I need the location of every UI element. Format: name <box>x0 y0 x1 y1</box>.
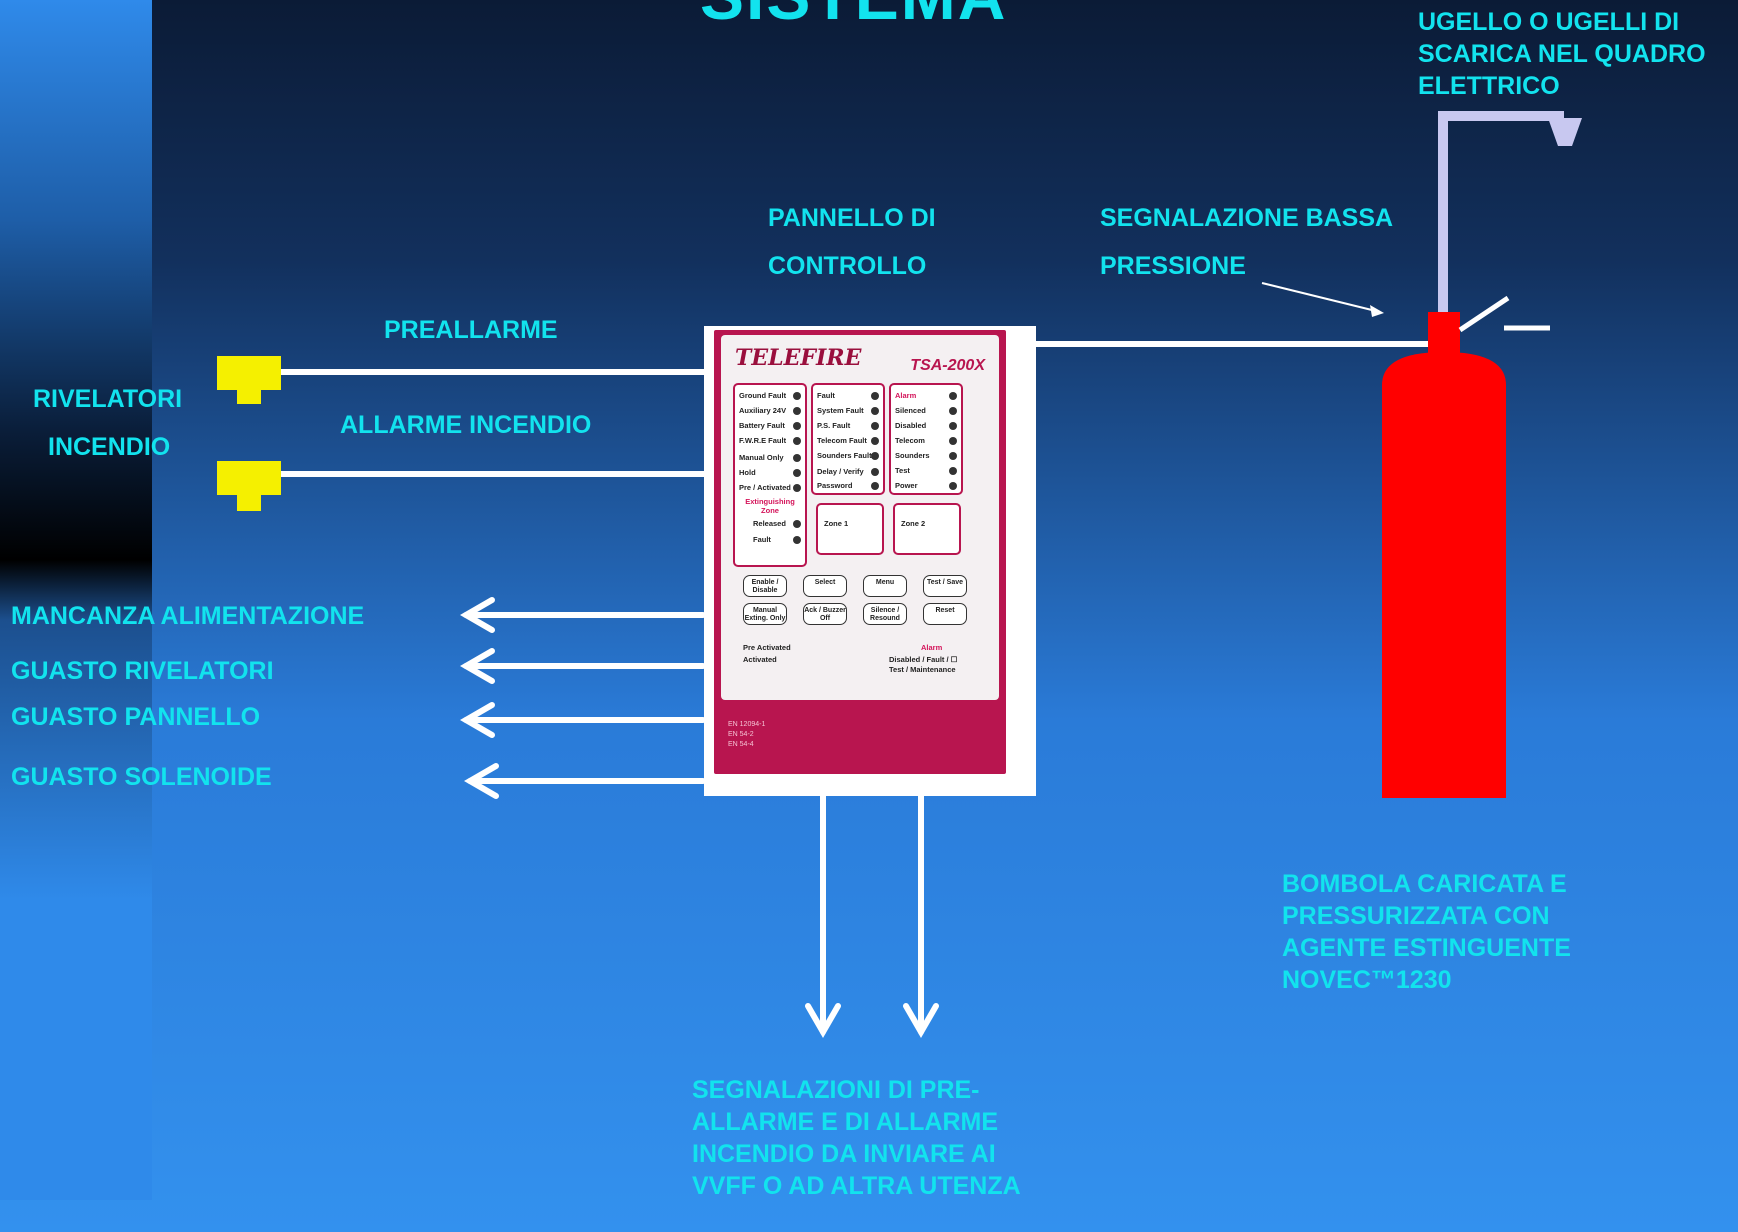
indicator-aux-24v: Auxiliary 24V <box>739 404 801 417</box>
indicator-power: Power <box>895 479 957 492</box>
nozzle-label: UGELLO O UGELLI DI SCARICA NEL QUADRO EL… <box>1418 8 1706 100</box>
detector-1 <box>217 356 281 404</box>
indicator-pre-activated: Pre / Activated <box>739 481 801 494</box>
ext-zone-label: Extinguishing Zone <box>745 497 795 515</box>
low-pressure-pointer-head <box>1370 305 1384 317</box>
status-group-right: Alarm Silenced Disabled Telecom Sounders… <box>889 383 963 495</box>
indicator-sounders-fault: Sounders Fault <box>817 449 879 462</box>
legend-activated: Activated <box>743 655 777 664</box>
panel-brand: TELEFIRE <box>735 345 862 371</box>
detectors-label-line1: RIVELATORI <box>33 385 183 413</box>
indicator-password: Password <box>817 479 879 492</box>
indicator-manual-only: Manual Only <box>739 451 801 464</box>
signals-label: SEGNALAZIONI DI PRE-ALLARME E DI ALLARME… <box>692 1076 1021 1200</box>
indicator-alarm: Alarm <box>895 389 957 402</box>
silence-resound-button[interactable]: Silence / Resound <box>863 603 907 625</box>
ack-buzzer-button[interactable]: Ack / Buzzer Off <box>803 603 847 625</box>
arrow-solenoid-fault <box>463 763 706 799</box>
valve-lever <box>1458 295 1510 333</box>
control-panel: TELEFIRE TSA-200X Ground Fault Auxiliary… <box>714 330 1006 774</box>
detectors-label-line2: INCENDIO <box>48 433 171 461</box>
solenoid-fault-label: GUASTO SOLENOIDE <box>11 763 272 791</box>
standard-2: EN 54-2 <box>728 731 754 738</box>
indicator-silenced: Silenced <box>895 404 957 417</box>
indicator-test: Test <box>895 464 957 477</box>
reset-button[interactable]: Reset <box>923 603 967 625</box>
indicator-ps-fault: P.S. Fault <box>817 419 879 432</box>
indicator-fault: Fault <box>817 389 879 402</box>
legend-pre-activated: Pre Activated <box>743 643 791 652</box>
indicator-sounders: Sounders <box>895 449 957 462</box>
control-panel-face: TELEFIRE TSA-200X Ground Fault Auxiliary… <box>721 335 999 700</box>
indicator-ext-fault: Fault <box>753 533 801 546</box>
select-button[interactable]: Select <box>803 575 847 597</box>
panel-standards: EN 12094-1 EN 54-2 EN 54-4 <box>728 720 765 750</box>
panel-label-line1: PANNELLO DI <box>768 204 936 232</box>
arrow-power-failure <box>459 597 706 633</box>
indicator-telecom-fault: Telecom Fault <box>817 434 879 447</box>
zone-1-label: Zone 1 <box>824 519 849 528</box>
panel-model: TSA-200X <box>910 357 985 374</box>
discharge-pipe <box>1438 111 1564 318</box>
status-group-left: Ground Fault Auxiliary 24V Battery Fault… <box>733 383 807 567</box>
page-title: SISTEMA <box>700 0 1007 34</box>
indicator-ground-fault: Ground Fault <box>739 389 801 402</box>
panel-fault-label: GUASTO PANNELLO <box>11 703 261 731</box>
zone-1-box: Zone 1 <box>816 503 884 555</box>
legend-test-maintenance: Test / Maintenance <box>889 665 956 674</box>
standard-3: EN 54-4 <box>728 741 754 748</box>
cylinder-label: BOMBOLA CARICATA E PRESSURIZZATA CON AGE… <box>1282 870 1571 994</box>
cylinder-icon <box>1382 312 1506 798</box>
low-pressure-label-line2: PRESSIONE <box>1100 252 1246 280</box>
legend-alarm: Alarm <box>921 643 943 652</box>
standard-1: EN 12094-1 <box>728 721 766 728</box>
status-group-middle: Fault System Fault P.S. Fault Telecom Fa… <box>811 383 885 495</box>
menu-button[interactable]: Menu <box>863 575 907 597</box>
indicator-released: Released <box>753 517 801 530</box>
indicator-telecom: Telecom <box>895 434 957 447</box>
indicator-disabled: Disabled <box>895 419 957 432</box>
fire-alarm-label: ALLARME INCENDIO <box>340 411 592 439</box>
arrow-down-2 <box>903 793 939 1039</box>
indicator-hold: Hold <box>739 466 801 479</box>
legend-disabled-fault: Disabled / Fault / ☐ <box>889 655 958 664</box>
indicator-battery-fault: Battery Fault <box>739 419 801 432</box>
manual-exting-button[interactable]: Manual Exting. Only <box>743 603 787 625</box>
indicator-fwre-fault: F.W.R.E Fault <box>739 434 801 447</box>
prealarm-label: PREALLARME <box>384 316 558 344</box>
left-gradient-strip <box>0 0 152 1200</box>
indicator-delay-verify: Delay / Verify <box>817 465 879 478</box>
nozzle-icon <box>1548 118 1582 146</box>
low-pressure-pointer <box>1261 282 1381 313</box>
power-failure-label: MANCANZA ALIMENTAZIONE <box>11 602 365 630</box>
zone-2-box: Zone 2 <box>893 503 961 555</box>
indicator-system-fault: System Fault <box>817 404 879 417</box>
arrow-panel-fault <box>459 702 706 738</box>
detector-2 <box>217 461 281 511</box>
test-save-button[interactable]: Test / Save <box>923 575 967 597</box>
arrow-detector-fault <box>459 648 706 684</box>
enable-disable-button[interactable]: Enable / Disable <box>743 575 787 597</box>
panel-label-line2: CONTROLLO <box>768 252 927 280</box>
arrow-down-1 <box>805 793 841 1039</box>
zone-2-label: Zone 2 <box>901 519 926 528</box>
low-pressure-label-line1: SEGNALAZIONE BASSA <box>1100 204 1394 232</box>
detector-fault-label: GUASTO RIVELATORI <box>11 657 274 685</box>
